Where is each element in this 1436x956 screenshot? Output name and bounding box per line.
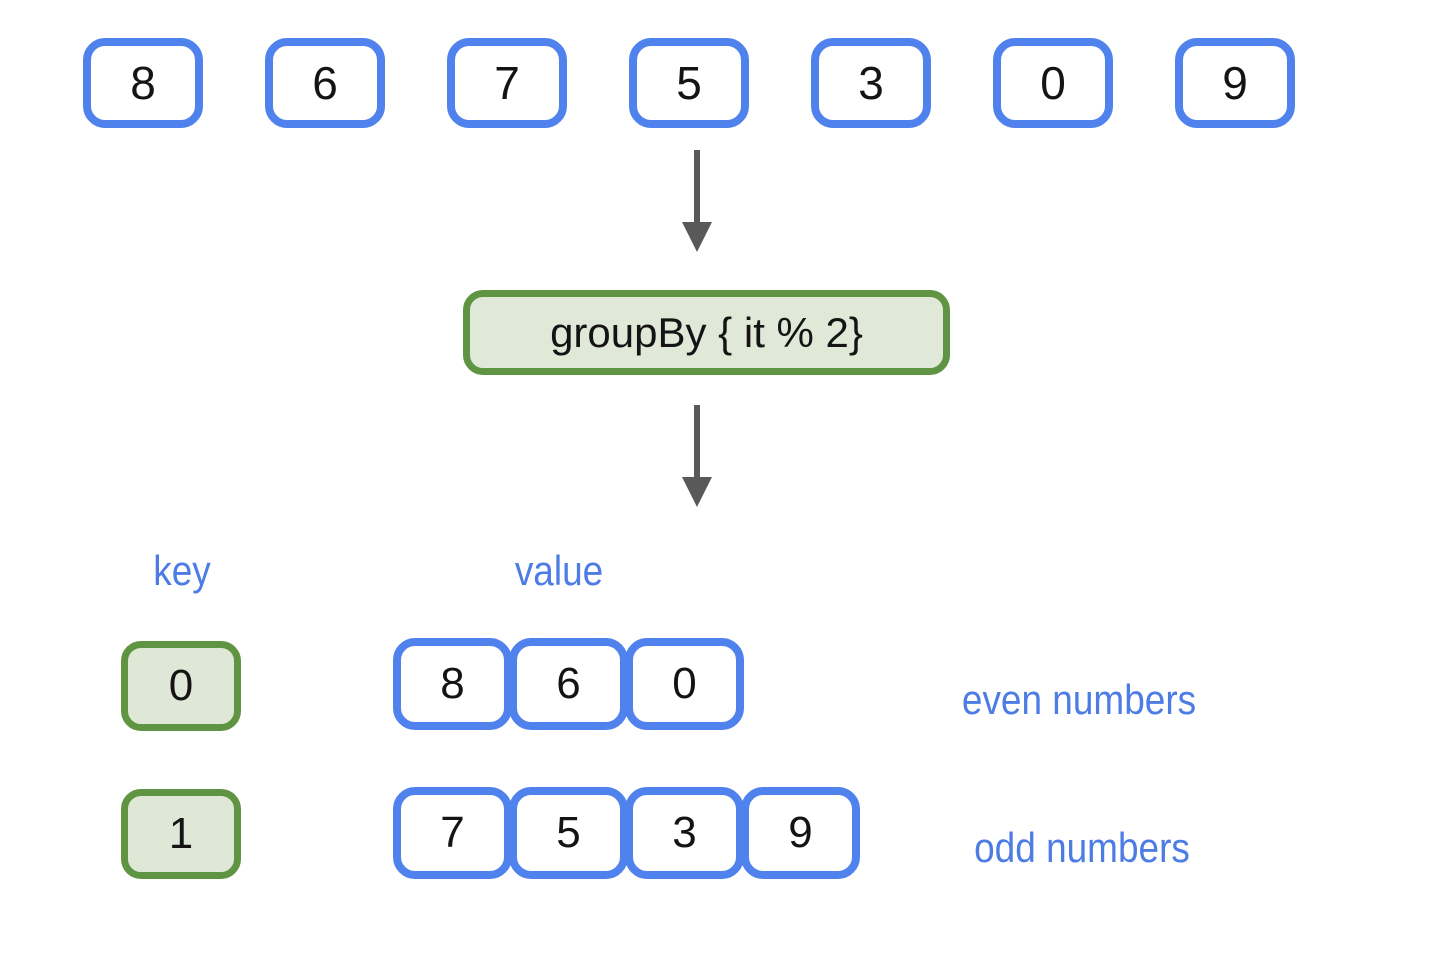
key-column-label-text: key	[153, 547, 211, 594]
group-value-item: 5	[509, 787, 628, 879]
group-value-item: 3	[625, 787, 744, 879]
input-item-value: 9	[1222, 57, 1248, 109]
groupby-operation-box: groupBy { it % 2}	[463, 290, 950, 375]
input-item: 5	[629, 38, 749, 128]
input-item-value: 7	[494, 57, 520, 109]
input-item: 3	[811, 38, 931, 128]
group-value-text: 6	[556, 659, 581, 708]
input-item: 8	[83, 38, 203, 128]
group-value-text: 0	[672, 659, 697, 708]
even-numbers-annotation: even numbers	[962, 676, 1345, 748]
group-value-text: 7	[440, 808, 465, 857]
group-values-even: 8 6 0	[393, 638, 744, 730]
key-column-label: key	[153, 547, 247, 619]
input-item-value: 0	[1040, 57, 1066, 109]
value-column-label-text: value	[514, 547, 604, 594]
group-value-item: 8	[393, 638, 512, 730]
group-value-item: 0	[625, 638, 744, 730]
group-key-box: 1	[121, 789, 241, 879]
input-item: 6	[265, 38, 385, 128]
group-value-text: 8	[440, 659, 465, 708]
odd-numbers-annotation-text: odd numbers	[974, 824, 1190, 871]
group-key-value: 0	[168, 661, 194, 710]
group-value-text: 9	[788, 808, 813, 857]
group-value-text: 5	[556, 808, 581, 857]
group-key-value: 1	[168, 809, 194, 858]
odd-numbers-annotation: odd numbers	[974, 824, 1327, 896]
groupby-operation-label: groupBy { it % 2}	[550, 308, 863, 356]
input-item-value: 5	[676, 57, 702, 109]
input-item: 7	[447, 38, 567, 128]
input-item-value: 8	[130, 57, 156, 109]
group-value-item: 9	[741, 787, 860, 879]
input-item: 9	[1175, 38, 1295, 128]
group-values-odd: 7 5 3 9	[393, 787, 860, 879]
down-arrow-icon	[682, 405, 712, 507]
input-item-value: 6	[312, 57, 338, 109]
input-list: 8 6 7 5 3 0 9	[83, 38, 1295, 128]
group-value-text: 3	[672, 808, 697, 857]
group-key-box: 0	[121, 641, 241, 731]
group-value-item: 6	[509, 638, 628, 730]
group-value-item: 7	[393, 787, 512, 879]
value-column-label: value	[515, 547, 659, 619]
input-item-value: 3	[858, 57, 884, 109]
down-arrow-icon	[682, 150, 712, 252]
even-numbers-annotation-text: even numbers	[961, 676, 1197, 723]
input-item: 0	[993, 38, 1113, 128]
